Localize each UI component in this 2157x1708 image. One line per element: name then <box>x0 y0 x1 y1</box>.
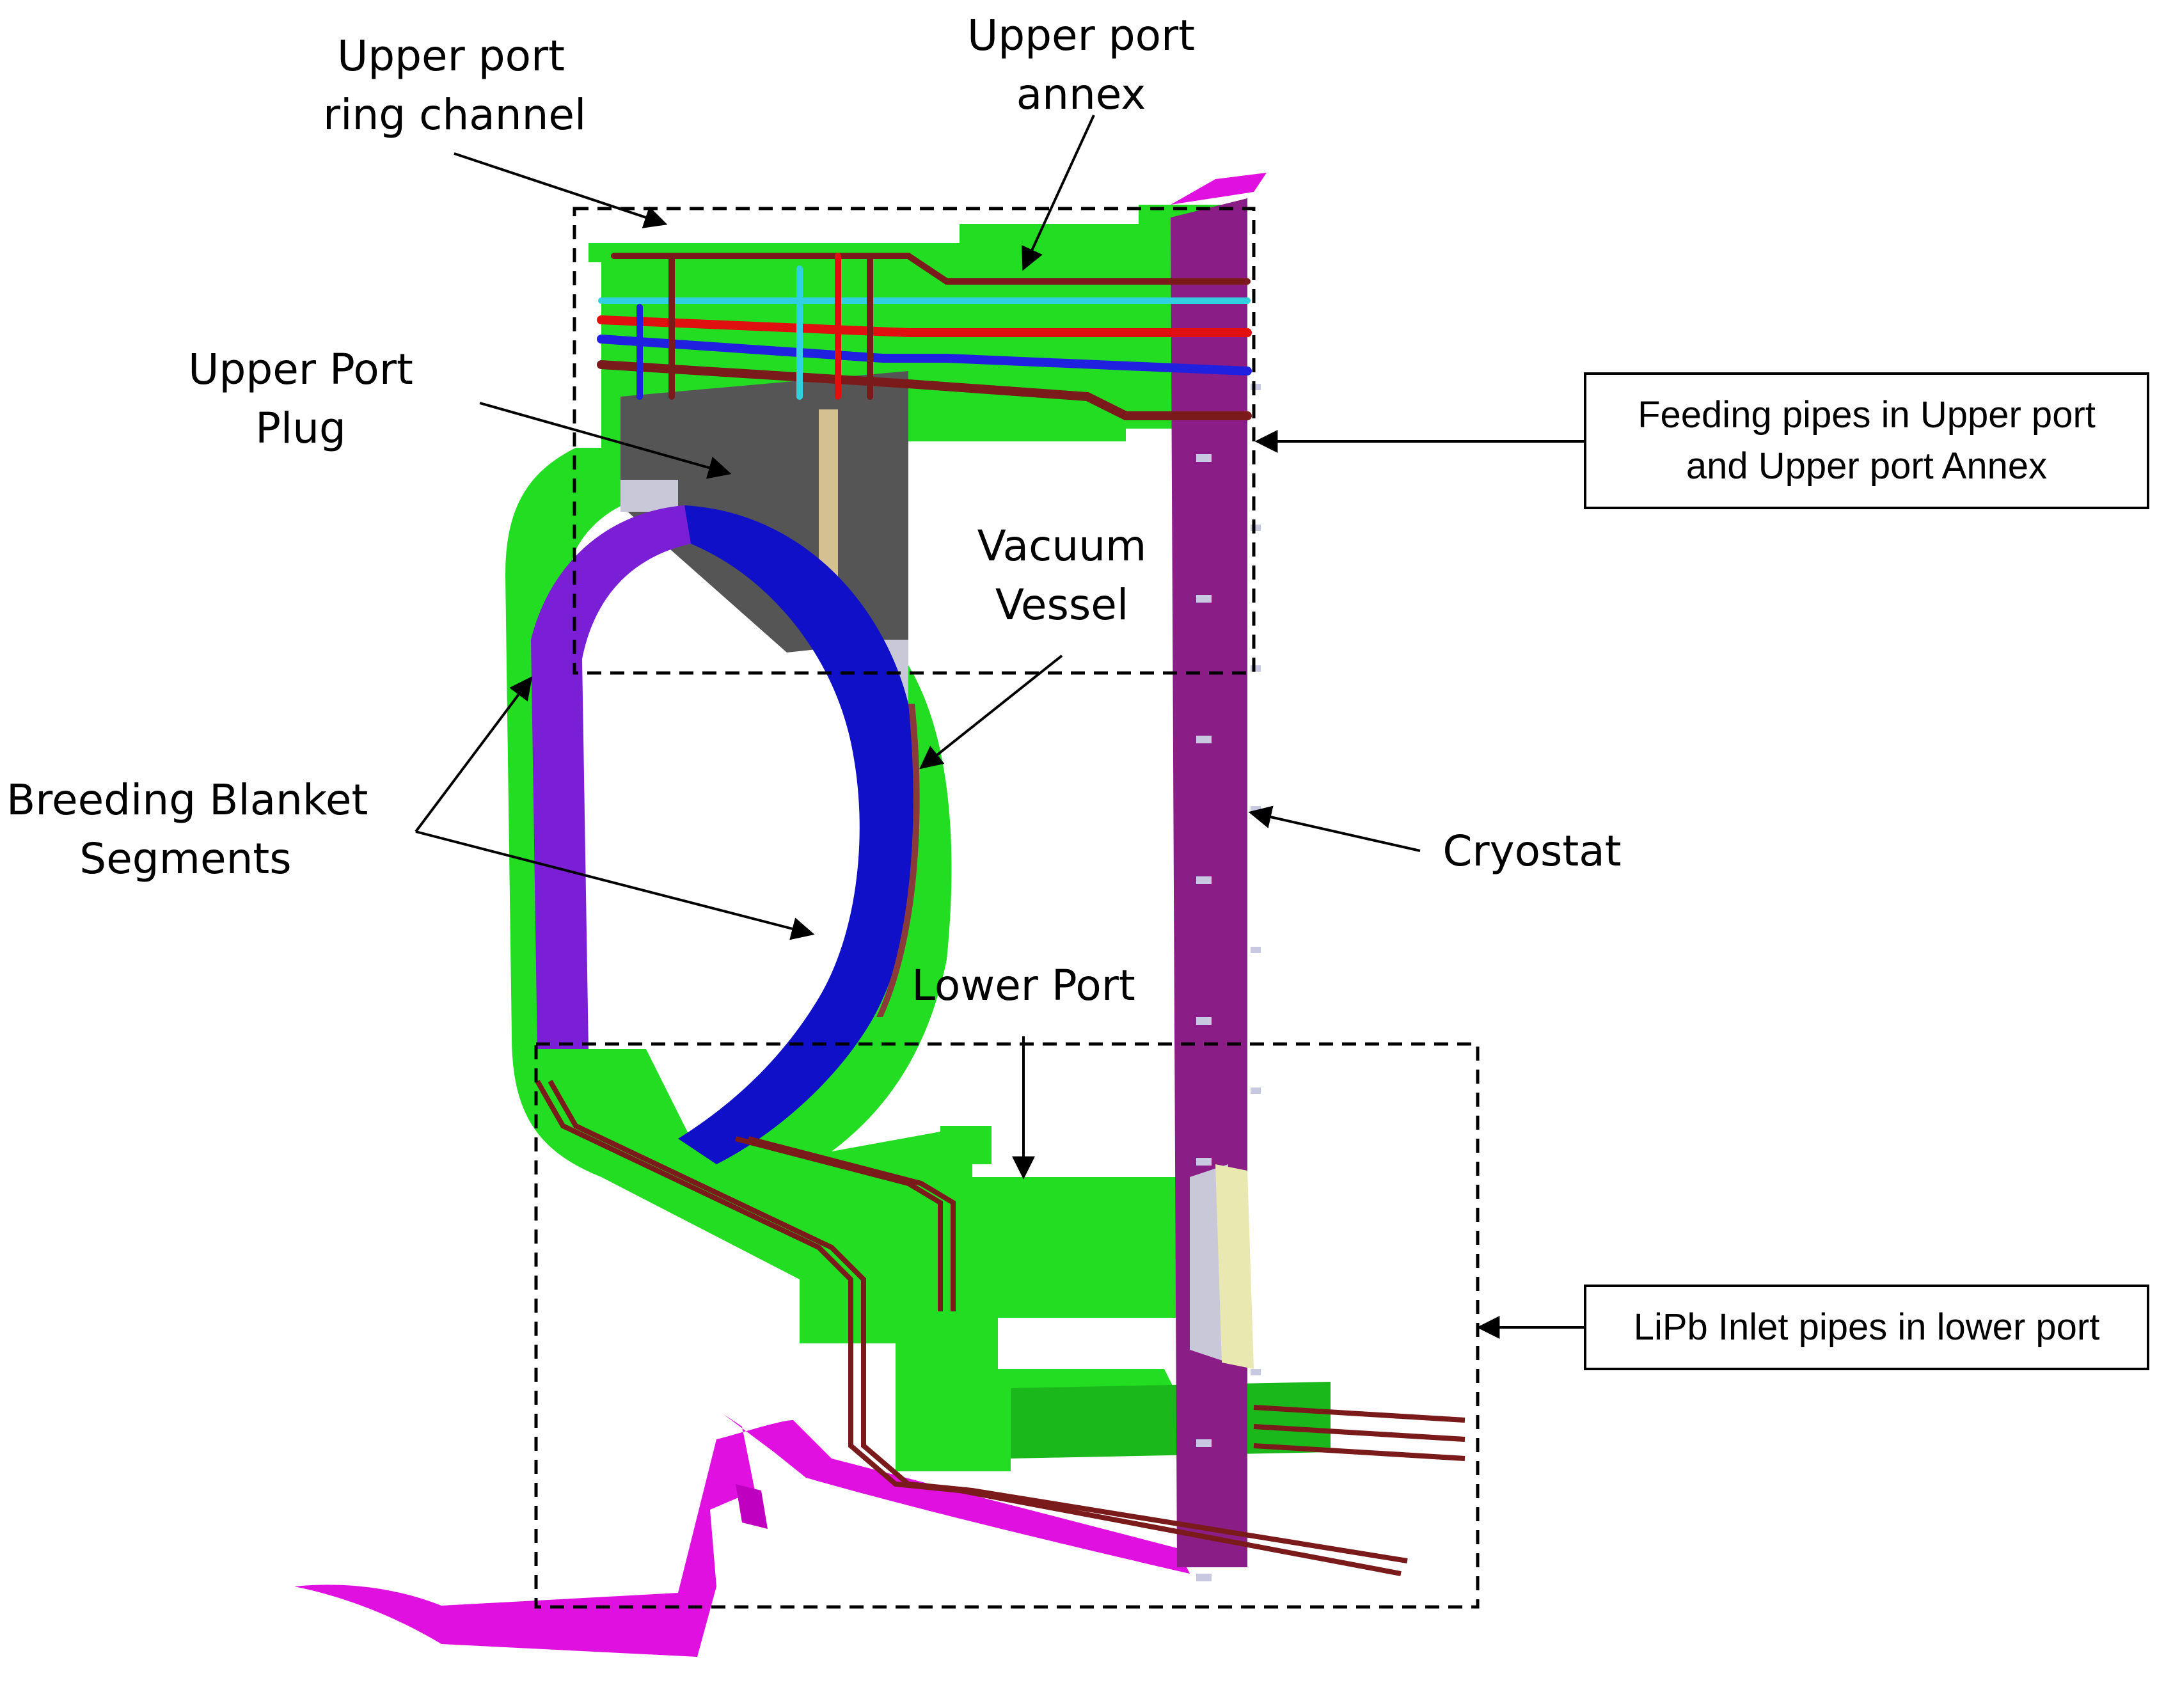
outboard-blanket-segment <box>678 505 919 1164</box>
label-upper-port-plug: Upper Port Plug <box>188 345 413 453</box>
arrow-plug <box>479 402 732 479</box>
arrow-cryostat <box>1248 805 1421 852</box>
breeding-blanket-segments <box>531 505 920 1164</box>
lipb-inlet-callout-box: LiPb Inlet pipes in lower port <box>1584 1285 2149 1370</box>
arrow-blanket-outboard <box>415 830 815 940</box>
label-lower-port: Lower Port <box>912 961 1135 1010</box>
arrow-blanket-inboard <box>415 676 533 833</box>
label-upper-port-annex: Upper port annex <box>967 11 1196 119</box>
lower-port-inlet-pipes <box>535 1080 1466 1576</box>
label-vacuum-vessel: Vacuum Vessel <box>977 521 1147 629</box>
lower-port-flange <box>1190 1164 1254 1369</box>
upper-port-dashed-region <box>573 207 1256 675</box>
label-breeding-blanket-segments: Breeding Blanket Segments <box>6 775 368 883</box>
label-upper-port-ring-channel: Upper port ring channel <box>323 31 587 139</box>
arrow-annex <box>1022 115 1095 271</box>
arrow-ring-channel <box>454 152 668 228</box>
upper-port-feeding-pipes <box>597 253 1252 420</box>
feeding-pipes-callout-box: Feeding pipes in Upper port and Upper po… <box>1584 372 2149 509</box>
annotation-arrows <box>415 115 1584 1339</box>
arrow-vacuum-vessel <box>919 654 1063 770</box>
inboard-blanket-segment <box>531 505 691 1049</box>
label-cryostat: Cryostat <box>1442 826 1622 876</box>
lower-support-structure <box>294 1414 1190 1657</box>
